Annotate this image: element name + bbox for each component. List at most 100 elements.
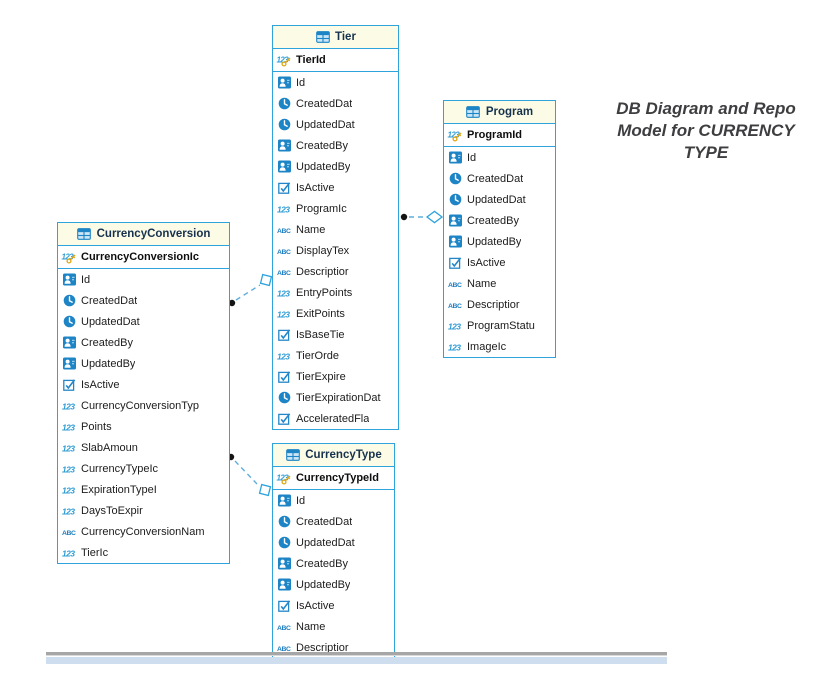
field-row: CreatedDat [58,290,229,311]
datetime-icon [62,294,77,308]
field-row: TierExpire [273,366,398,387]
text-type-icon: ABC [277,223,292,237]
field-label: CreatedDat [81,294,138,307]
field-label: Id [467,151,477,164]
entity-header[interactable]: CurrencyType [273,444,394,467]
field-row: 123 SlabAmoun [58,437,229,458]
primary-key-row: 123 CurrencyTypeId [273,467,394,490]
field-row: Id [58,269,229,290]
number-type-icon: 123 [62,441,77,455]
field-label: TierExpirationDat [296,391,381,404]
field-row: 123 CurrencyConversionTyp [58,395,229,416]
svg-text:ABC: ABC [277,228,291,235]
field-label: CurrencyConversionTyp [81,399,199,412]
text-type-icon: ABC [277,244,292,258]
field-row: UpdatedDat [58,311,229,332]
field-row: IsActive [58,374,229,395]
user-icon [277,76,292,90]
datetime-icon [277,515,292,529]
number-type-icon: 123 [448,340,463,354]
user-icon [62,357,77,371]
field-label: UpdatedBy [296,578,351,591]
field-row: CreatedBy [444,210,555,231]
text-type-icon: ABC [277,641,292,655]
entity-header[interactable]: Program [444,101,555,124]
field-label: ProgramStatu [467,319,535,332]
user-icon [448,151,463,165]
checkbox-icon [277,370,292,384]
field-label: CreatedDat [296,515,353,528]
field-label: UpdatedDat [296,536,355,549]
field-row: ABC Descriptior [273,637,394,658]
text-type-icon: ABC [448,277,463,291]
svg-text:ABC: ABC [277,646,291,653]
field-row: UpdatedBy [273,156,398,177]
user-icon [277,139,292,153]
entity-header[interactable]: CurrencyConversion [58,223,229,246]
checkbox-icon [277,181,292,195]
field-label: TierOrde [296,349,339,362]
number-type-icon: 123 [448,319,463,333]
field-label: SlabAmoun [81,441,138,454]
table-icon [285,448,300,462]
field-label: IsBaseTie [296,328,345,341]
svg-text:123: 123 [277,351,290,361]
field-row: UpdatedDat [273,532,394,553]
user-icon [277,160,292,174]
field-row: ABC Descriptior [273,261,398,282]
field-row: CreatedBy [273,553,394,574]
field-label: Name [296,223,326,236]
svg-text:123: 123 [62,401,75,411]
field-label: Id [296,494,306,507]
entity-header[interactable]: Tier [273,26,398,49]
primary-key-icon: 123 [62,250,77,264]
svg-text:123: 123 [277,56,290,65]
text-type-icon: ABC [277,265,292,279]
field-label: Descriptior [296,265,349,278]
field-label: ExpirationTypeI [81,483,157,496]
text-type-icon: ABC [62,525,77,539]
table-icon [466,105,481,119]
number-type-icon: 123 [277,202,292,216]
datetime-icon [448,172,463,186]
relationship-currencyconversion-tier [228,273,273,307]
svg-text:123: 123 [62,506,75,516]
svg-text:123: 123 [277,309,290,319]
horizontal-scrollbar[interactable] [46,657,667,664]
svg-text:123: 123 [448,342,461,352]
number-type-icon: 123 [62,462,77,476]
document-edge-rule [46,652,667,656]
field-row: 123 ProgramStatu [444,315,555,336]
svg-text:123: 123 [62,253,75,262]
field-label: Descriptior [296,641,349,654]
relationship-currencyconversion-currencytype [227,453,272,497]
text-type-icon: ABC [277,620,292,634]
field-row: UpdatedBy [58,353,229,374]
user-icon [62,273,77,287]
checkbox-icon [277,599,292,613]
svg-text:ABC: ABC [62,530,76,537]
table-icon [315,30,330,44]
svg-text:123: 123 [62,548,75,558]
primary-key-row: 123 ProgramId [444,124,555,147]
field-label: ExitPoints [296,307,345,320]
field-label: CurrencyConversionNam [81,525,205,538]
field-label: Name [296,620,326,633]
relationship-tier-program [400,210,444,224]
field-label: UpdatedDat [467,193,526,206]
field-label: CreatedDat [467,172,524,185]
field-label: CreatedBy [296,139,348,152]
datetime-icon [277,536,292,550]
entity-currency-conversion[interactable]: CurrencyConversion 123 CurrencyConversio… [57,222,230,564]
user-icon [277,557,292,571]
svg-text:123: 123 [62,485,75,495]
